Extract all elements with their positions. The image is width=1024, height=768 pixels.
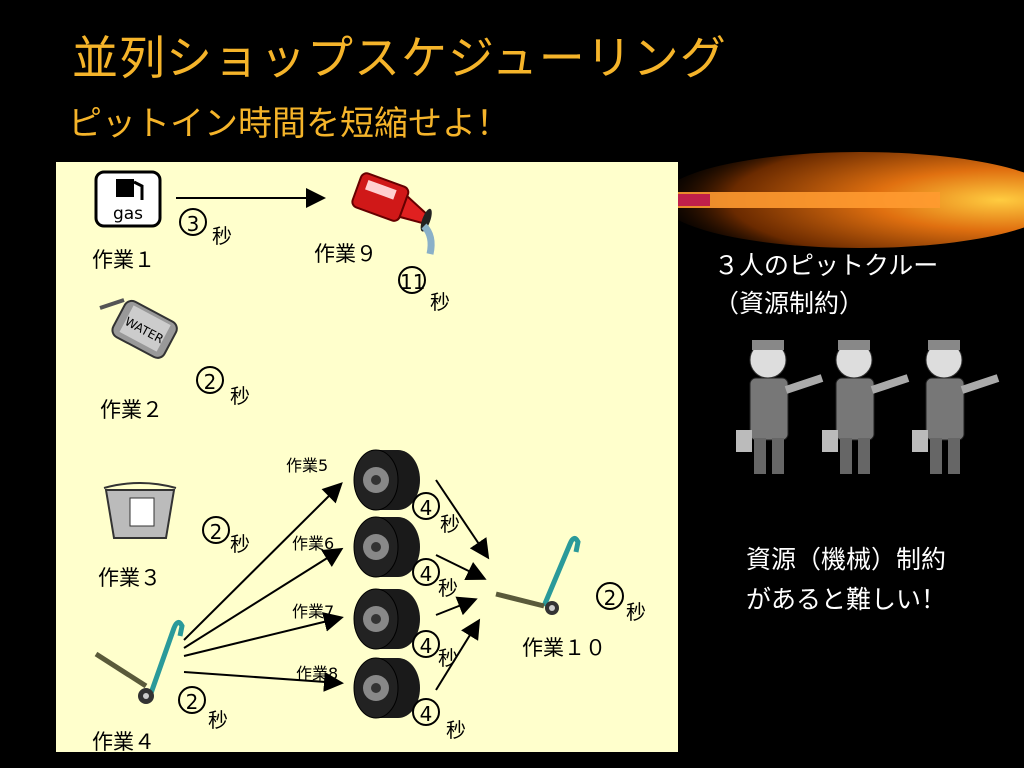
task-5-unit: 秒	[440, 512, 460, 536]
task-3-label: 作業３	[98, 566, 161, 590]
slide-title: 並列ショップスケジューリング	[72, 31, 727, 85]
task-2-time: 2	[196, 366, 224, 394]
task-5-label: 作業5	[286, 456, 329, 475]
task-7-time: 4	[412, 630, 440, 658]
task-7-unit: 秒	[438, 646, 458, 670]
tire-icon-7	[353, 588, 420, 650]
tire-icon-5	[353, 449, 420, 511]
pit-crew-figures	[736, 330, 1010, 490]
tire-icon-6	[353, 516, 420, 578]
task-2-label: 作業２	[100, 398, 163, 422]
task-6-label: 作業6	[292, 534, 335, 553]
jack-icon-task10	[495, 536, 581, 615]
tire-icon-8	[353, 657, 420, 719]
task-2-unit: 秒	[230, 384, 250, 408]
crew-constraint: （資源制約）	[714, 289, 865, 318]
task-7-label: 作業7	[292, 602, 335, 621]
constraint-note-line1: 資源（機械）制約	[746, 545, 947, 574]
task-4-unit: 秒	[208, 708, 228, 732]
task-1-unit: 秒	[212, 224, 232, 248]
slide-subtitle: ピットイン時間を短縮せよ！	[68, 104, 510, 144]
task-3-unit: 秒	[230, 532, 250, 556]
gas-text: gas	[113, 204, 143, 224]
task-1-label: 作業１	[92, 248, 155, 272]
task-10-label: 作業１０	[522, 636, 606, 660]
task-4-time: 2	[178, 686, 206, 714]
task-8-time: 4	[412, 698, 440, 726]
task-6-unit: 秒	[438, 576, 458, 600]
glow-streak	[660, 152, 1024, 248]
task-3-time: 2	[202, 516, 230, 544]
task-9-time: 11	[398, 266, 426, 294]
gas-pump-icon: gas	[94, 170, 162, 228]
bucket-icon	[103, 482, 177, 539]
task-5-time: 4	[412, 492, 440, 520]
task-6-time: 4	[412, 558, 440, 586]
task-4-label: 作業４	[92, 730, 155, 754]
crew-member-icon	[736, 340, 824, 474]
fuel-can-icon	[351, 172, 435, 255]
crew-title: ３人のピットクルー	[714, 251, 939, 280]
task-10-time: 2	[596, 582, 624, 610]
constraint-note-line2: があると難しい！	[746, 585, 947, 614]
task-8-label: 作業8	[296, 664, 339, 683]
task-8-unit: 秒	[446, 718, 466, 742]
task-9-unit: 秒	[430, 290, 450, 314]
task-1-time: 3	[179, 208, 207, 236]
task-10-unit: 秒	[626, 600, 646, 624]
jack-icon	[94, 620, 185, 704]
task-9-label: 作業９	[314, 242, 377, 266]
water-bottle-icon: WATER	[99, 298, 178, 359]
